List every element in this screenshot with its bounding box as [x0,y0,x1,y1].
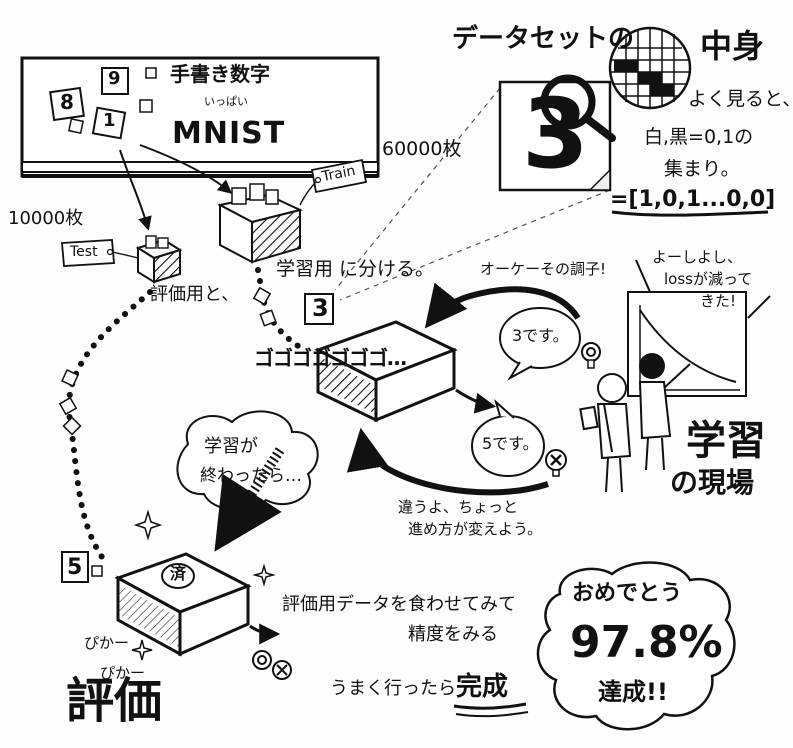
result-marks-icon [252,650,292,680]
pixel-grid-zoom [608,26,692,110]
model-box [314,320,458,423]
cloud-text-1: 学習が [204,436,258,457]
site-title-1: 学習 [686,418,766,464]
input-card-3 [304,293,334,325]
big-digit: 3 [522,78,589,190]
small-card [139,99,153,113]
digit-card-8 [49,86,85,122]
zoom-guide-line [339,189,611,301]
small-card [145,67,157,79]
arrow-feedback-wrong [346,427,549,496]
done-mark: 済 [170,564,187,583]
mnist-title: 手書き数字 [170,62,270,86]
vector-underline [611,210,769,217]
mnist-name: MNIST [172,116,286,151]
eval-use-label: 評価用と、 [150,284,240,305]
correct-mark-icon [581,342,601,369]
small-card [67,117,85,135]
sparkle-icon [133,509,163,541]
zoom-note-1: よく見ると、 [688,88,793,110]
digit-card-1 [91,106,127,140]
magnifier-icon [540,74,616,142]
arrow-model-out [455,388,497,414]
cloud-text-2: 終わったら… [200,466,302,486]
arrow-feedback-ok [424,282,581,329]
digit-card-9-label: 9 [108,68,121,89]
moving-card [252,286,272,306]
moving-card [61,369,79,387]
site-title-2: の現場 [670,466,755,499]
zoom-guide-line [334,87,501,291]
complete-prefix: うまく行ったら [330,678,456,699]
complete-text: 完成 [456,672,509,702]
arrow-board-to-test [119,149,152,231]
train-use-label: 学習用 に分ける。 [276,258,435,280]
eval-desc-2: 精度をみる [408,624,498,645]
digit-card-9 [101,67,129,95]
moving-card [259,309,277,327]
train-tag [299,158,368,206]
loss-comment-3: きた! [700,292,737,310]
congrats-text: おめでとう [572,581,683,606]
complete-underline [453,702,527,710]
eval-box [114,552,252,657]
processing-sound: ゴゴゴゴゴゴゴ… [254,346,407,370]
bubble-wrong [471,398,545,477]
digit-card-1-label: 1 [103,110,116,131]
zoom-note-3: 集まり。 [664,158,740,180]
train-count: 60000枚 [382,138,462,160]
wrong-mark-icon [545,449,567,477]
person-with-tablet [579,373,632,493]
mnist-ruby: いっぱい [204,95,248,108]
loss-comment-1: よーしよし、 [652,248,743,266]
train-box [217,183,303,264]
eval-desc-1: 評価用データを食わせてみて [282,594,516,615]
test-tag [61,239,139,267]
zoom-note-2: 白,黒=0,1の [644,126,754,148]
wrong-comment-1: 違うよ、ちょっと [398,498,519,516]
test-box [135,235,183,284]
moving-card [58,396,78,416]
bubble-correct [499,307,581,381]
thought-cloud [176,410,319,512]
ok-comment: オーケーその調子! [480,260,607,278]
test-card-5 [61,551,103,583]
bubble-correct-text: 3です。 [512,326,569,345]
test-count: 10000枚 [8,208,84,229]
eval-ruby-2: ぴかー [100,664,146,682]
moving-card [62,416,82,436]
congrats-cloud [536,561,736,731]
sparkle-icon [252,563,276,587]
test-tag-label: Test [70,244,98,260]
test-card-5-label: 5 [67,555,83,580]
accuracy-value: 97.8% [570,617,723,668]
input-card-3-label: 3 [312,294,329,322]
wrong-comment-2: 進め方が変えよう。 [408,520,543,538]
sparkle-icon [131,639,153,661]
loss-chart-board [627,259,771,397]
eval-title: 評価 [66,673,163,729]
digit-card-8-label: 8 [60,90,74,114]
loss-comment-2: lossが減って [664,270,753,288]
achieved-text: 達成!! [598,678,668,706]
dataset-title: データセットの [452,24,635,54]
dotted-path-train-to-model [255,267,307,353]
dataset-title-suffix: 中身 [700,27,765,65]
person-pointing [638,353,691,471]
pixel-vector: =[1,0,1...0,0] [610,187,776,212]
complete-underline [455,711,529,718]
eval-ruby-1: ぴかー [84,634,130,652]
arrow-board-to-train [139,144,233,194]
arrow-eval-out [249,623,281,645]
bubble-wrong-text: 5です。 [482,434,539,453]
